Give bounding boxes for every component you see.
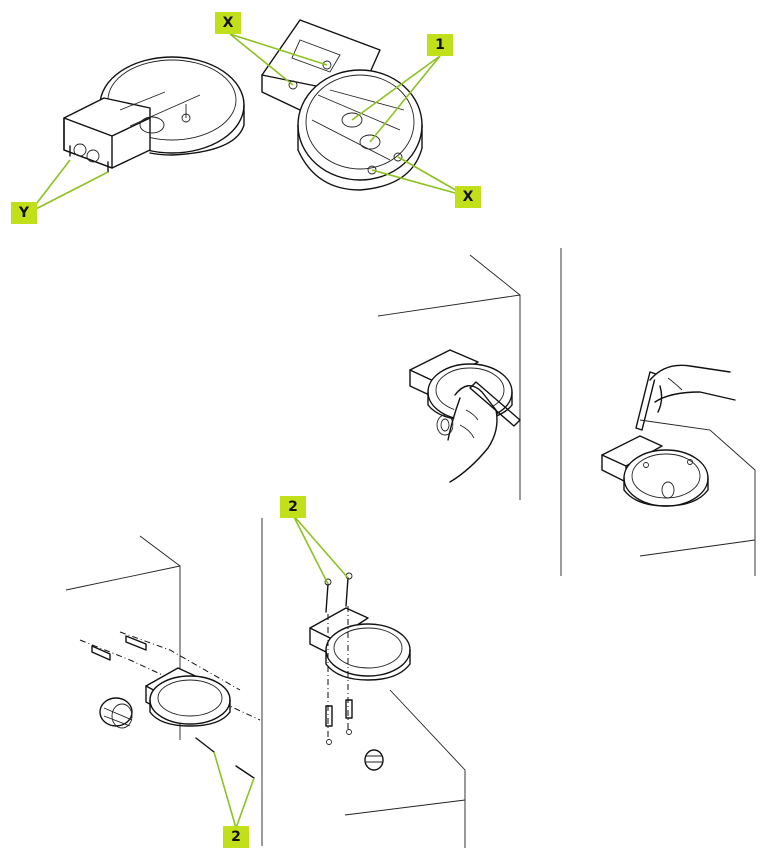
callout-leaders [29,33,467,829]
wall-corner-c [377,254,521,500]
callout-x-top: X [222,15,234,31]
callout-2-bottom: 2 [231,829,241,845]
callout-2-top-box [280,496,306,518]
callout-x-right-box [455,186,481,208]
callout-1-box [427,34,453,56]
hand-with-pencil-d [635,364,736,431]
callout-x-right: X [462,189,474,205]
base-unit-perspective [63,56,245,173]
hand-with-pencil-c [447,381,521,483]
callout-x-top-box [215,12,241,34]
base-unit-top-view [261,19,423,191]
callout-2-top: 2 [288,499,298,515]
exploded-mounting-wall [79,631,261,779]
wall-corner-d [639,419,756,576]
callout-y: Y [18,205,30,221]
callout-2-bottom-box [223,826,249,848]
base-marking-holes [601,435,709,507]
callout-y-box [11,202,37,224]
screws-and-base [309,572,411,771]
callout-1: 1 [435,37,445,53]
wall-corner-f [344,689,466,848]
